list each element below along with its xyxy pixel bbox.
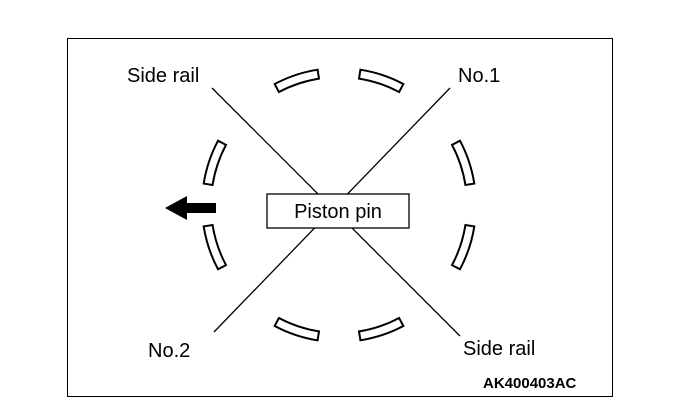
ring-segment bbox=[450, 139, 476, 187]
diagram-frame bbox=[67, 38, 613, 397]
no1-label: No.1 bbox=[458, 65, 500, 87]
figure-code: AK400403AC bbox=[483, 375, 577, 392]
piston-pin-label: Piston pin bbox=[294, 201, 382, 223]
ring-arcs bbox=[202, 68, 476, 342]
ring-segment bbox=[357, 68, 405, 94]
ring-segment bbox=[273, 316, 321, 342]
side-rail-bottom-label: Side rail bbox=[463, 338, 535, 360]
no2-label: No.2 bbox=[148, 340, 190, 362]
ring-segment bbox=[202, 223, 228, 271]
ring-segment bbox=[202, 139, 228, 187]
side-rail-top-label: Side rail bbox=[127, 65, 199, 87]
arrow-left-icon bbox=[165, 196, 216, 220]
ring-segment bbox=[273, 68, 321, 94]
piston-pin-box bbox=[266, 193, 410, 229]
ring-segment bbox=[357, 316, 405, 342]
ring-segment bbox=[450, 223, 476, 271]
